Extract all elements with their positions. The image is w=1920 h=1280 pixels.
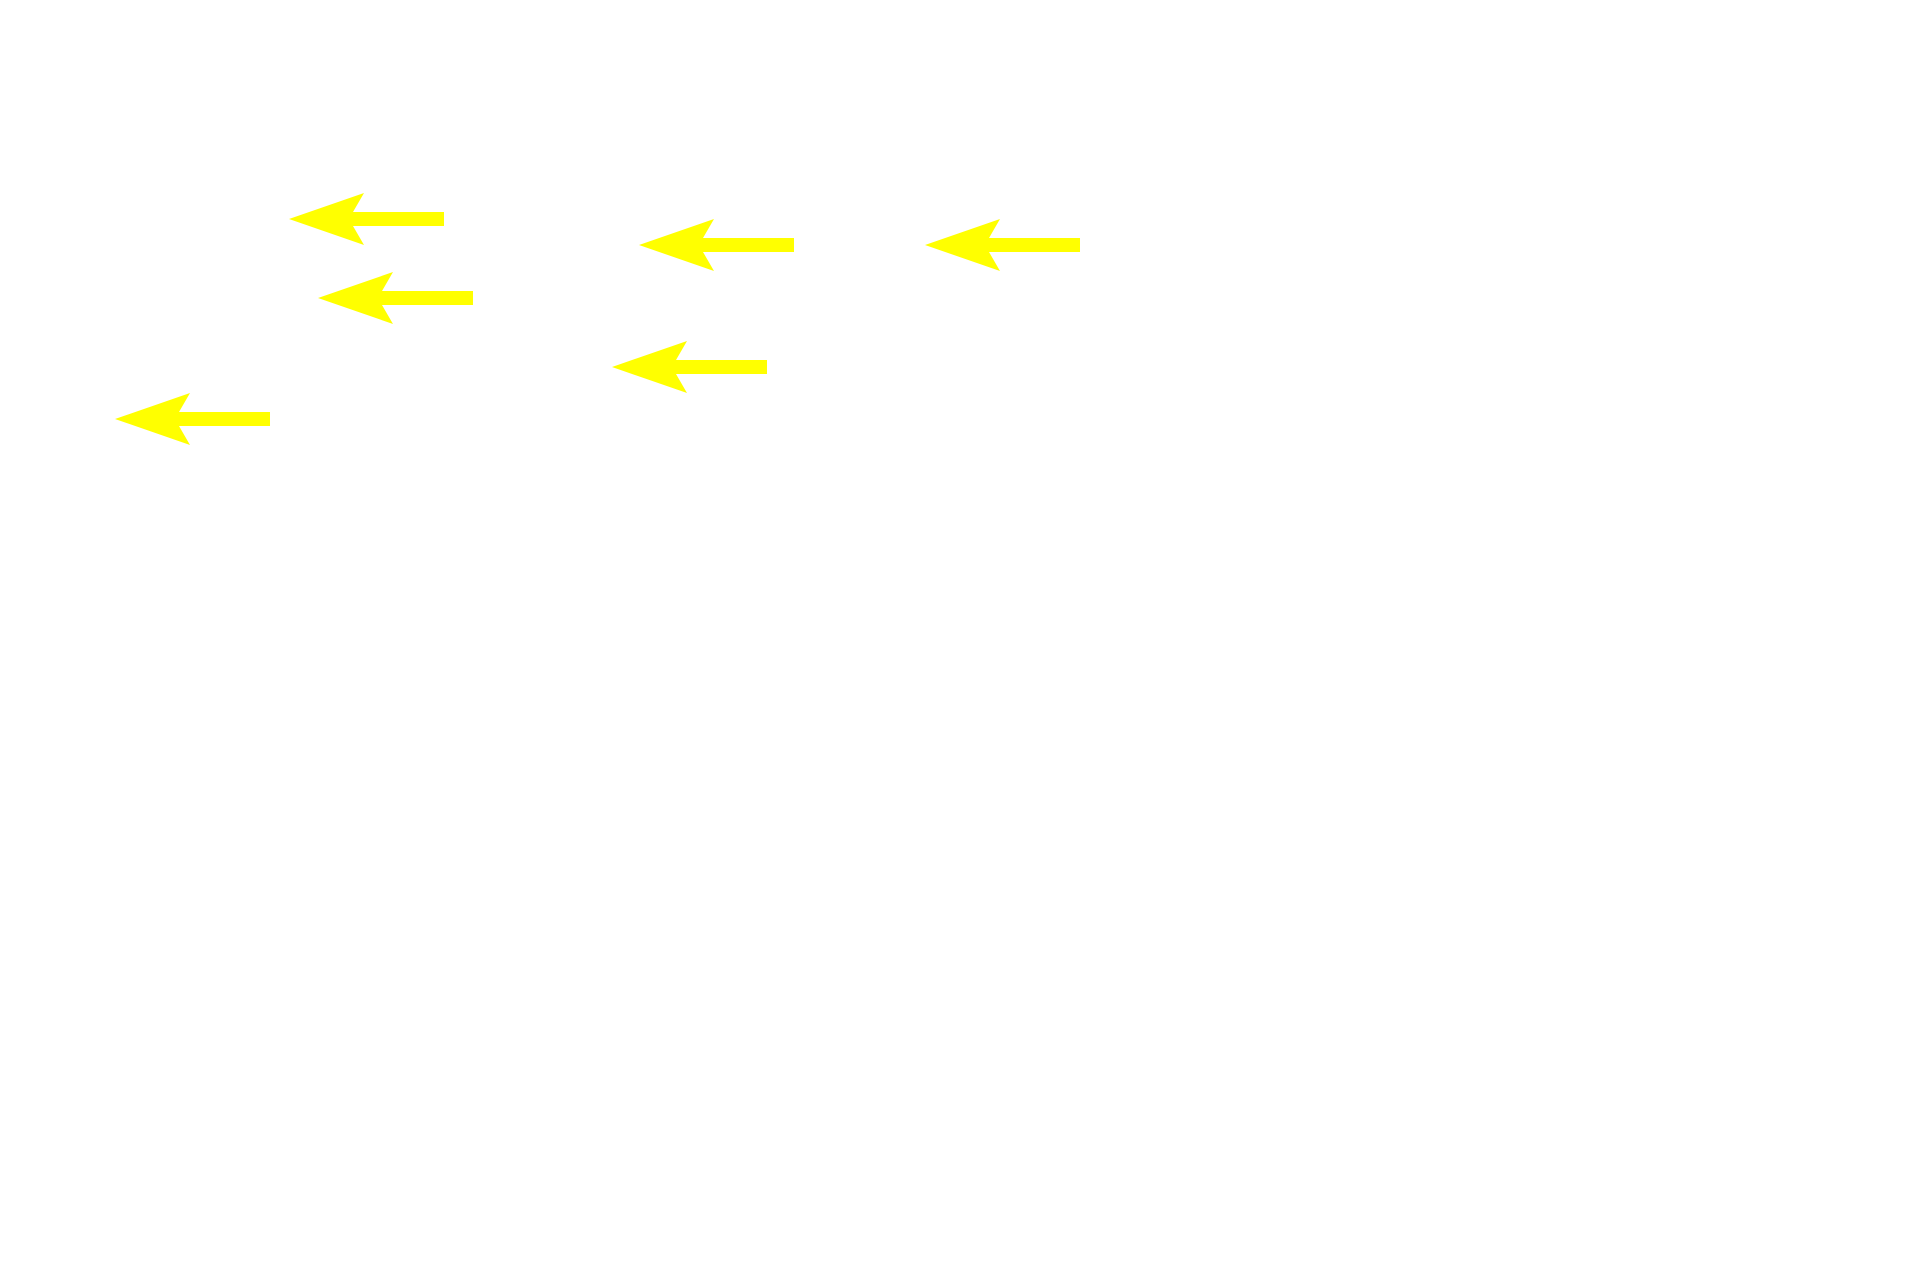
arrow-left-icon [925,219,1080,271]
arrow-left-icon [612,341,767,393]
arrow-left-icon [289,193,444,245]
arrow-left-icon [115,393,270,445]
arrow-left-icon [318,272,473,324]
arrow-left-icon [639,219,794,271]
